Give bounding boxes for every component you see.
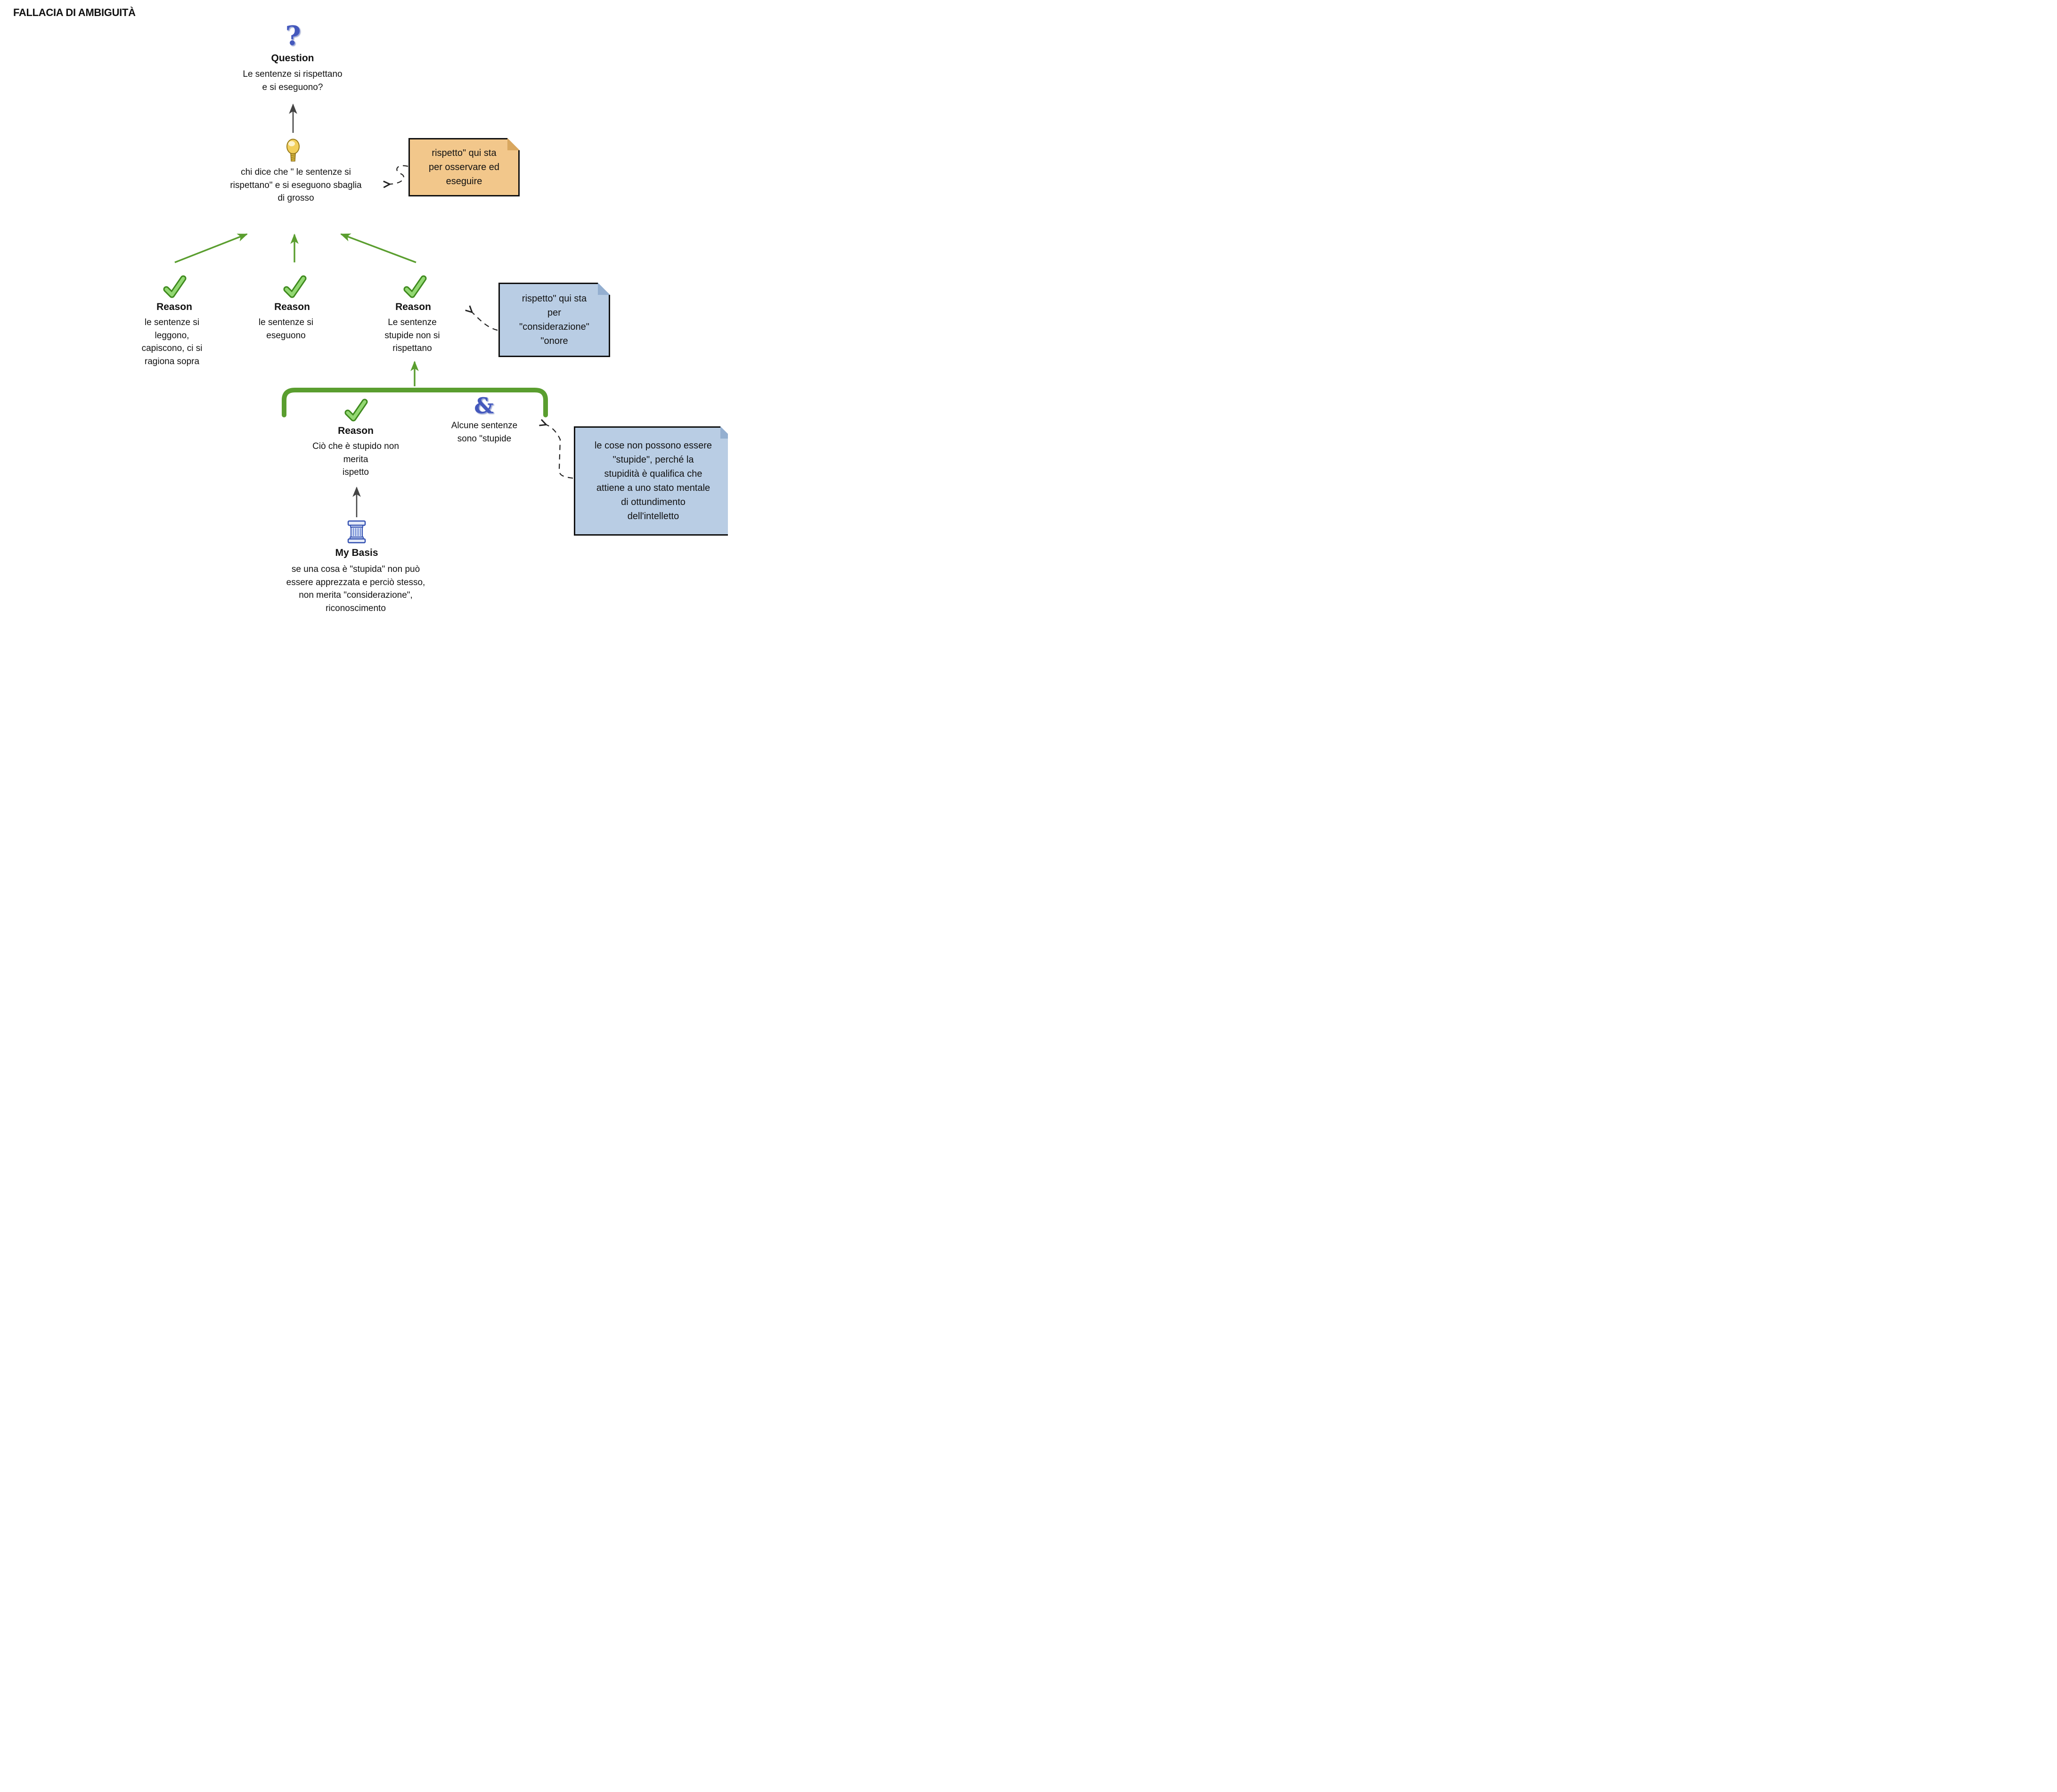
lightbulb-icon bbox=[285, 138, 301, 163]
basis-text[interactable]: se una cosa è "stupida" non può essere a… bbox=[286, 564, 425, 613]
contention-text[interactable]: chi dice che " le sentenze si rispettano… bbox=[230, 167, 362, 204]
checkmark-icon bbox=[282, 274, 307, 299]
pillar-icon bbox=[347, 520, 367, 544]
note-orange-text: rispetto" qui sta per osservare ed esegu… bbox=[428, 148, 500, 187]
connector-note-blue-2 bbox=[546, 424, 573, 479]
reason4-text[interactable]: Ciò che è stupido non merita ispetto bbox=[312, 441, 399, 478]
note-blue-2-text: le cose non possono essere "stupide", pe… bbox=[594, 440, 712, 521]
note-fold-corner bbox=[598, 283, 610, 295]
arrow-reason3-to-contention bbox=[340, 233, 416, 263]
ampersand-icon: & bbox=[474, 393, 494, 418]
reason3-text[interactable]: Le sentenze stupide non si rispettano bbox=[384, 318, 440, 354]
reason1-text[interactable]: le sentenze si leggono, capiscono, ci si… bbox=[141, 318, 203, 367]
question-mark-icon: ? bbox=[285, 20, 301, 51]
checkmark-icon bbox=[162, 274, 187, 299]
checkmark-icon bbox=[402, 274, 427, 299]
note-orange[interactable]: rispetto" qui sta per osservare ed esegu… bbox=[408, 138, 520, 196]
note-blue-2[interactable]: le cose non possono essere "stupide", pe… bbox=[574, 426, 728, 536]
page-title: FALLACIA DI AMBIGUITÀ bbox=[13, 7, 136, 18]
note-fold-corner bbox=[720, 426, 728, 439]
reason3-label: Reason bbox=[395, 301, 431, 312]
arrow-reason1-to-contention bbox=[174, 233, 248, 263]
question-label: Question bbox=[271, 53, 314, 64]
question-text[interactable]: Le sentenze si rispettano e si eseguono? bbox=[243, 69, 343, 92]
note-blue-1-text: rispetto" qui sta per "considerazione" "… bbox=[519, 293, 589, 346]
argument-map-canvas: FALLACIA DI AMBIGUITÀ ? Question Le sent… bbox=[0, 0, 728, 634]
note-fold-corner bbox=[507, 138, 520, 150]
joint-bracket bbox=[282, 388, 548, 417]
note-blue-1[interactable]: rispetto" qui sta per "considerazione" "… bbox=[498, 283, 610, 357]
reason4-label: Reason bbox=[338, 425, 374, 436]
basis-label: My Basis bbox=[335, 547, 378, 558]
reason2-text[interactable]: le sentenze si eseguono bbox=[258, 318, 314, 341]
checkmark-icon bbox=[343, 397, 368, 423]
reason1-label: Reason bbox=[156, 301, 192, 312]
connector-note-orange bbox=[389, 165, 408, 184]
joint-premise-text[interactable]: Alcune sentenze sono "stupide bbox=[451, 421, 518, 444]
reason2-label: Reason bbox=[274, 301, 310, 312]
connector-note-blue-1 bbox=[472, 312, 498, 331]
